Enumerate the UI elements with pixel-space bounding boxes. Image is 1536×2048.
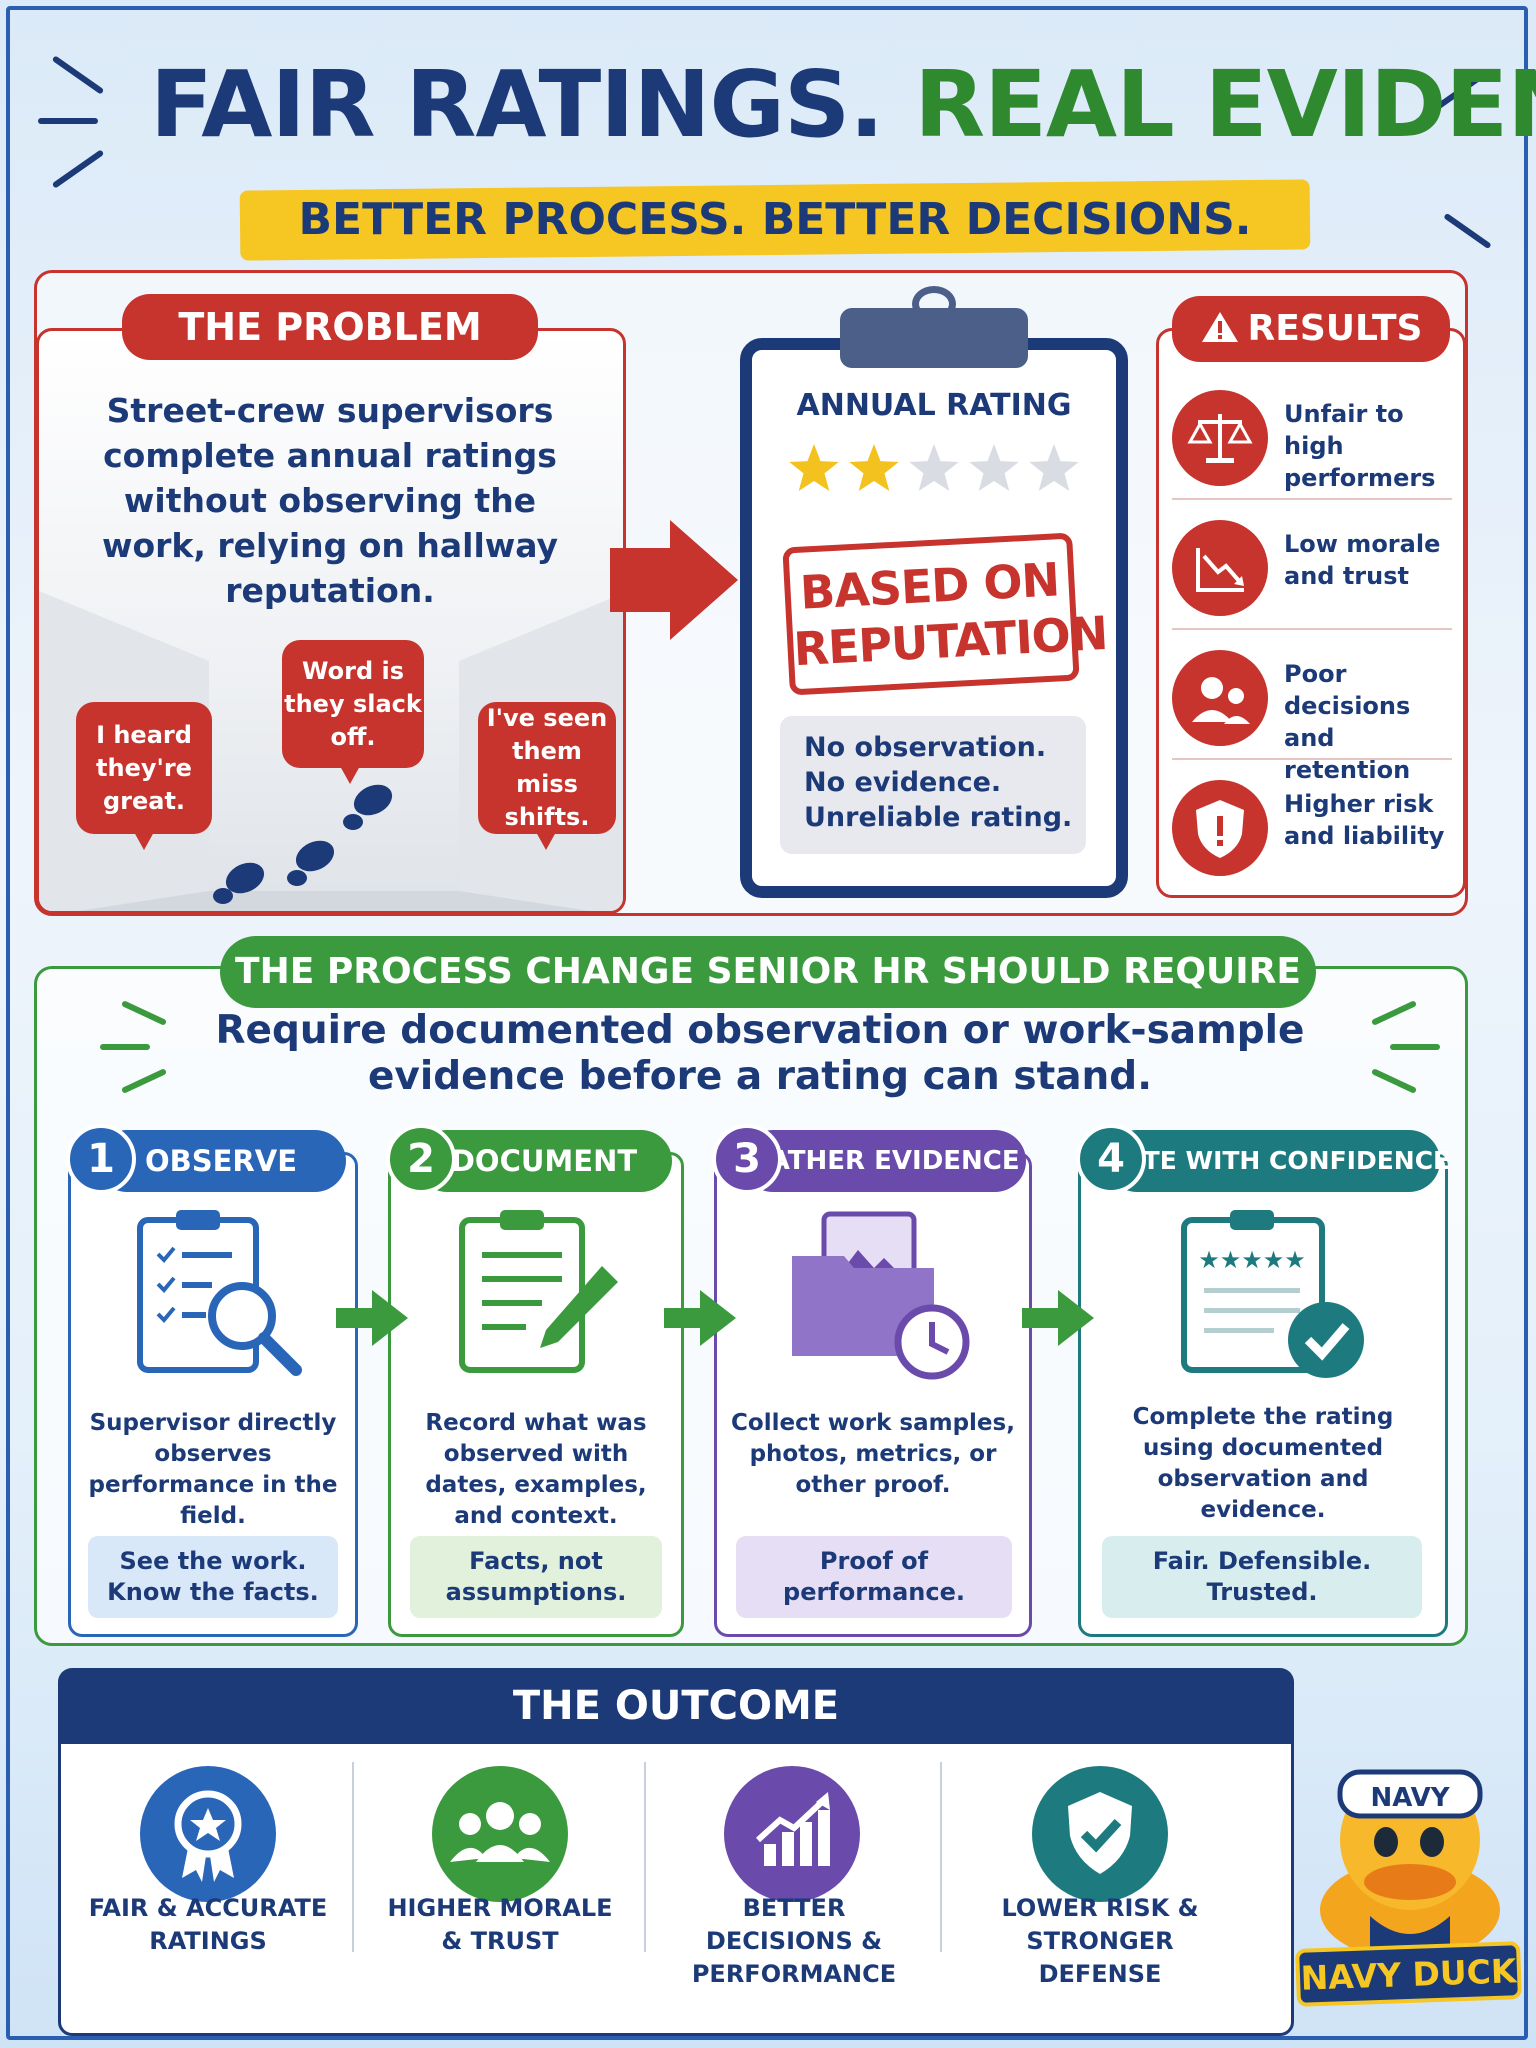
folder-photo-clock-icon	[792, 1211, 970, 1380]
note-1: No observation.	[804, 732, 1047, 763]
green-arrow-icon	[1022, 1290, 1094, 1346]
award-ribbon-icon	[140, 1766, 276, 1902]
people-icon	[1172, 650, 1268, 746]
step-tag-2: Facts, not assumptions.	[410, 1536, 662, 1618]
result-text-2: Low morale and trust	[1284, 530, 1441, 590]
clipboard-clip	[840, 308, 1028, 368]
note-3: Unreliable rating.	[804, 802, 1073, 833]
step-tag-3: Proof of performance.	[736, 1536, 1012, 1618]
decline-chart-icon	[1172, 520, 1268, 616]
requirement-text: Require documented observation or work-s…	[215, 1008, 1305, 1099]
problem-label: THE PROBLEM	[122, 294, 538, 360]
step-title-4: RATE WITH CONFIDENCE	[1106, 1130, 1450, 1192]
outcome-text-4: LOWER RISK & STRONGER DEFENSE	[1001, 1894, 1199, 1988]
step-title-3: GATHER EVIDENCE	[742, 1130, 1026, 1192]
step-tag-1: See the work. Know the facts.	[88, 1536, 338, 1618]
scales-icon	[1172, 390, 1268, 486]
step-number-1: 1	[66, 1124, 136, 1194]
outcome-divider	[940, 1762, 942, 1952]
warning-icon	[1200, 300, 1240, 342]
footprints-icon	[213, 784, 393, 904]
magnifier-checklist-icon	[137, 1210, 302, 1376]
outcome-divider	[644, 1762, 646, 1952]
green-arrow-icon	[336, 1290, 408, 1346]
result-divider	[1172, 758, 1452, 760]
duck-mascot-icon: NAVY	[1320, 1769, 1500, 1950]
speech-bubble-3-tail	[536, 832, 556, 850]
result-divider	[1172, 498, 1452, 500]
reputation-stamp: BASED ON REPUTATION	[782, 532, 1108, 696]
clipboard-check-icon: ★★★★★	[1181, 1210, 1364, 1378]
star-rating	[789, 444, 1079, 491]
page-border	[6, 6, 1528, 2040]
result-divider	[1172, 628, 1452, 630]
step-tag-4: Fair. Defensible. Trusted.	[1102, 1536, 1422, 1618]
rating-notes: No observation. No evidence. Unreliable …	[780, 716, 1086, 854]
step-number-3: 3	[712, 1124, 782, 1194]
green-arrow-icon	[664, 1290, 736, 1346]
step-title-1: OBSERVE	[96, 1130, 346, 1192]
step-desc-4: Complete the rating using documented obs…	[1132, 1404, 1394, 1523]
duck-cap-text: NAVY	[1370, 1783, 1450, 1813]
outcome-text-1: FAIR & ACCURATE RATINGS	[88, 1894, 328, 1955]
problem-text: Street-crew supervisors complete annual …	[101, 391, 559, 610]
rating-title: ANNUAL RATING	[796, 388, 1072, 423]
outcome-text-3: BETTER DECISIONS & PERFORMANCE	[691, 1894, 897, 1988]
clipboard-pencil-icon	[459, 1210, 618, 1373]
step-desc-3: Collect work samples, photos, metrics, o…	[731, 1410, 1015, 1498]
outcome-text-2: HIGHER MORALE & TRUST	[387, 1894, 613, 1955]
shield-check-icon	[1032, 1766, 1168, 1902]
result-text-1: Unfair to high performers	[1284, 400, 1436, 492]
note-2: No evidence.	[804, 767, 1002, 798]
star-filled-icon	[789, 444, 839, 491]
result-item-3: Poor decisions and retention	[1172, 632, 1452, 784]
svg-text:★★★★★: ★★★★★	[1198, 1246, 1306, 1274]
result-item-1: Unfair to high performers	[1172, 372, 1452, 500]
growth-chart-icon	[724, 1766, 860, 1902]
navy-duck-badge: NAVY DUCK	[1295, 1941, 1522, 2007]
result-item-4: Higher risk and liability	[1172, 762, 1452, 890]
result-item-2: Low morale and trust	[1172, 502, 1452, 630]
process-label: THE PROCESS CHANGE SENIOR HR SHOULD REQU…	[220, 936, 1316, 1008]
step-number-2: 2	[386, 1124, 456, 1194]
outcome-divider	[352, 1762, 354, 1952]
title-part-1: FAIR RATINGS.	[150, 51, 884, 158]
speech-bubble-1-tail	[134, 832, 154, 850]
page-subtitle: BETTER PROCESS. BETTER DECISIONS.	[298, 194, 1252, 245]
shield-alert-icon	[1172, 780, 1268, 876]
speech-bubble-1: I heard they're great.	[76, 702, 212, 834]
step-title-2: DOCUMENT	[416, 1130, 672, 1192]
step-desc-1: Supervisor directly observes performance…	[88, 1410, 338, 1529]
results-label-text: RESULTS	[1247, 308, 1423, 349]
step-desc-2: Record what was observed with dates, exa…	[425, 1410, 647, 1529]
red-arrow-icon	[610, 520, 738, 640]
title-part-2: REAL EVIDENCE.	[914, 51, 1536, 158]
step-number-4: 4	[1076, 1124, 1146, 1194]
speech-bubble-2: Word is they slack off.	[282, 640, 424, 768]
result-text-4: Higher risk and liability	[1284, 790, 1445, 850]
star-empty-icon	[909, 444, 959, 491]
outcome-label: THE OUTCOME	[58, 1668, 1294, 1744]
team-icon	[432, 1766, 568, 1902]
speech-bubble-2-tail	[340, 766, 360, 784]
result-text-3: Poor decisions and retention	[1284, 660, 1411, 784]
results-label: RESULTS	[1172, 296, 1450, 362]
star-filled-icon	[849, 444, 899, 491]
star-empty-icon	[1029, 444, 1079, 491]
speech-bubble-3: I've seen them miss shifts.	[478, 702, 616, 834]
page-title: FAIR RATINGS. REAL EVIDENCE.	[150, 40, 1536, 170]
star-empty-icon	[969, 444, 1019, 491]
